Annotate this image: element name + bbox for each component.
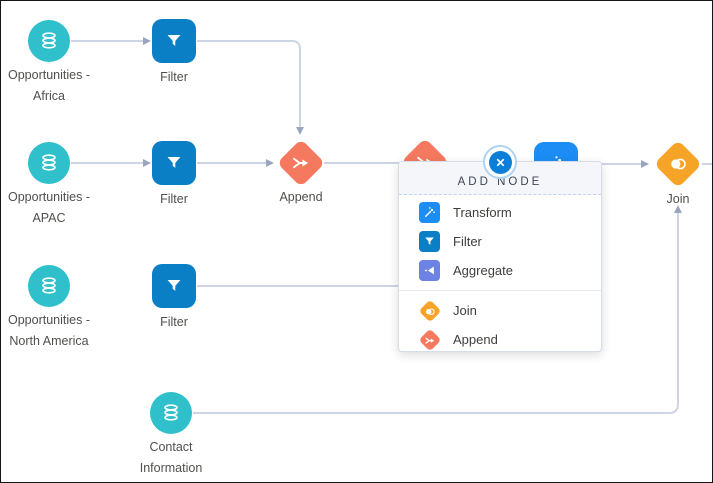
- filter-icon: [419, 231, 440, 252]
- node-dataset-opportunities-africa[interactable]: [28, 20, 70, 62]
- node-filter-2[interactable]: [152, 141, 196, 185]
- menu-item-label: Filter: [453, 234, 482, 249]
- filter-icon: [167, 35, 181, 46]
- append-icon: [418, 328, 441, 351]
- node-dataset-opportunities-north-america[interactable]: [28, 265, 70, 307]
- node-filter-3[interactable]: [152, 264, 196, 308]
- close-icon: [488, 150, 512, 174]
- menu-item-label: Join: [453, 303, 477, 318]
- node-label-filter1: Filter: [160, 70, 188, 84]
- dataset-icon: [42, 154, 56, 171]
- node-dataset-opportunities-apac[interactable]: [28, 142, 70, 184]
- add-node-menu-section-1: Transform Filter Aggregate: [399, 195, 601, 288]
- menu-item-transform[interactable]: Transform: [399, 198, 601, 227]
- node-label-append: Append: [279, 190, 323, 204]
- edge-contact-join: [193, 213, 679, 414]
- node-label-north-america: Opportunities -North America: [8, 313, 90, 348]
- node-label-filter2: Filter: [160, 192, 188, 206]
- transform-icon: [419, 202, 440, 223]
- node-join[interactable]: [653, 139, 703, 189]
- menu-item-join[interactable]: Join: [399, 296, 601, 325]
- node-append[interactable]: [276, 138, 326, 188]
- filter-icon: [167, 157, 181, 168]
- filter-icon: [167, 280, 181, 291]
- node-dataset-contact-information[interactable]: [150, 392, 192, 434]
- menu-item-filter[interactable]: Filter: [399, 227, 601, 256]
- close-button[interactable]: [483, 145, 517, 179]
- append-icon: [293, 157, 309, 169]
- node-label-apac: Opportunities -APAC: [8, 190, 90, 225]
- menu-item-append[interactable]: Append: [399, 325, 601, 354]
- menu-item-label: Aggregate: [453, 263, 513, 278]
- aggregate-icon: [419, 260, 440, 281]
- join-icon: [418, 299, 441, 322]
- node-label-join: Join: [666, 192, 690, 206]
- dataset-icon: [42, 32, 56, 49]
- node-label-africa: Opportunities -Africa: [8, 68, 90, 103]
- menu-item-label: Append: [453, 332, 498, 347]
- edge-filter1-append: [197, 40, 301, 127]
- add-node-menu-section-2: Join Append: [399, 293, 601, 357]
- menu-divider: [399, 290, 601, 291]
- menu-item-aggregate[interactable]: Aggregate: [399, 256, 601, 285]
- menu-item-label: Transform: [453, 205, 512, 220]
- dataset-icon: [164, 404, 178, 421]
- dataset-icon: [42, 277, 56, 294]
- node-label-filter3: Filter: [160, 315, 188, 329]
- node-filter-1[interactable]: [152, 19, 196, 63]
- join-icon: [671, 158, 686, 170]
- add-node-popup: ADD NODE Transform Filter: [398, 145, 602, 352]
